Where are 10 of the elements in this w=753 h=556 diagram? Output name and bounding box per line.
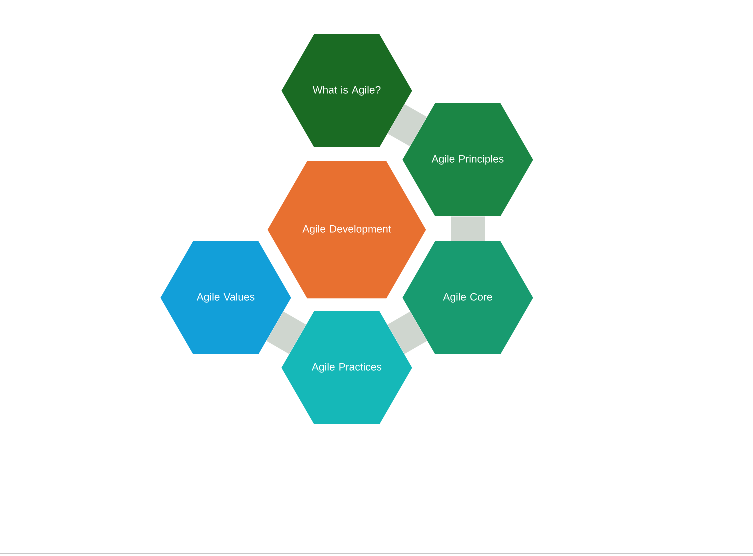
hexagon-node: Agile Principles [402, 103, 534, 217]
hexagon-node: What is Agile? [282, 34, 412, 148]
hexagon-node: Agile Development [268, 161, 426, 299]
connector [451, 216, 485, 242]
hexagon-node: Agile Core [402, 241, 534, 355]
hexagon-node: Agile Practices [282, 311, 412, 425]
hexagon-node: Agile Values [160, 241, 292, 355]
connector [266, 312, 306, 354]
connector [388, 104, 428, 147]
connector [388, 312, 428, 354]
